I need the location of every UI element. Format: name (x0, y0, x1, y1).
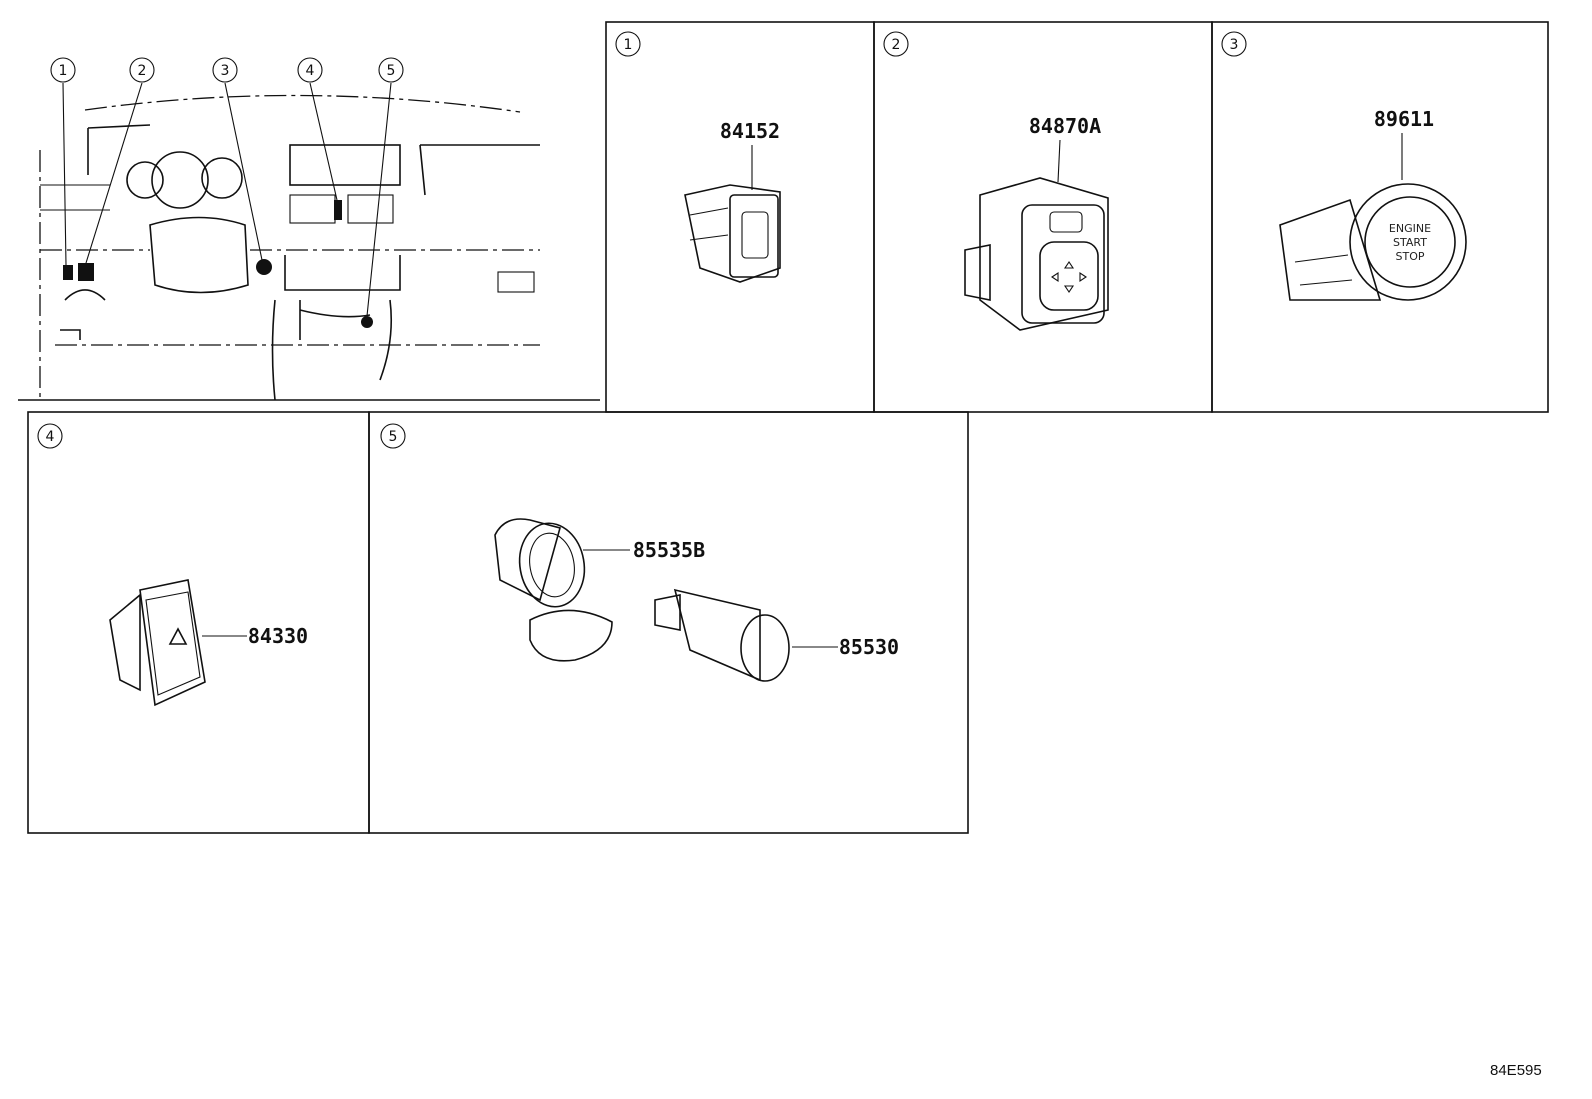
part-number-89611: 89611 (1374, 107, 1434, 131)
headlamp-leveling-switch (684, 184, 781, 283)
part-number-85535B: 85535B (633, 538, 705, 562)
part-number-84870A: 84870A (1029, 114, 1101, 138)
panel-3: 3 89611 ENGINE START STOP (1211, 21, 1549, 413)
power-outlet-plug (654, 588, 790, 682)
svg-text:5: 5 (387, 63, 396, 79)
hazard-warning-switch (109, 579, 206, 707)
engine-start-stop-button: ENGINE START STOP (1279, 183, 1467, 301)
callout-2: 2 (129, 57, 155, 83)
panel-4-number: 4 (46, 429, 55, 445)
drawing-code: 84E595 (1490, 1062, 1542, 1079)
panel-2: 2 84870A (873, 21, 1213, 413)
mirror-control-switch (964, 177, 1109, 331)
svg-text:2: 2 (138, 63, 147, 79)
svg-text:4: 4 (306, 63, 315, 79)
svg-text:3: 3 (221, 63, 230, 79)
panel-5-number: 5 (389, 429, 398, 445)
panel-1-number: 1 (624, 37, 633, 53)
panel-4: 4 84330 (27, 411, 370, 834)
panel-3-number: 3 (1230, 37, 1239, 53)
power-outlet-socket (494, 518, 613, 662)
panel-2-number: 2 (892, 37, 901, 53)
callout-5: 5 (378, 57, 404, 83)
button-text-stop: STOP (1396, 250, 1425, 263)
part-number-84152: 84152 (720, 119, 780, 143)
part-number-85530: 85530 (839, 635, 899, 659)
button-text-start: START (1393, 236, 1427, 249)
callout-1: 1 (50, 57, 76, 83)
dashboard-overview: 1 2 3 4 5 (18, 57, 600, 401)
svg-text:1: 1 (59, 63, 68, 79)
button-text-engine: ENGINE (1389, 222, 1431, 235)
callout-3: 3 (212, 57, 238, 83)
part-number-84330: 84330 (248, 624, 308, 648)
callout-4: 4 (297, 57, 323, 83)
panel-1: 1 84152 (605, 21, 875, 413)
panel-5: 5 85535B 85530 (368, 411, 969, 834)
